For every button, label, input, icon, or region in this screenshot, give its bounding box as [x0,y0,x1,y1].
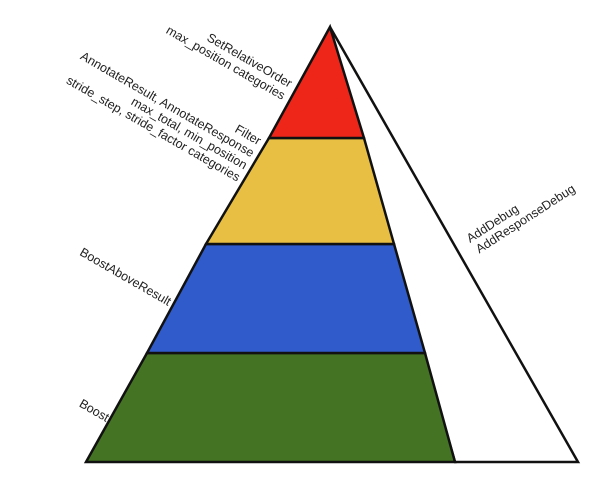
layer-top-labels: SetRelativeOrder max_position categories [164,23,295,103]
pyramid-layer-top [266,23,366,140]
side-face-labels: AddDebug AddResponseDebug [464,182,578,257]
layer-bottom-label-1: Boost [77,396,112,424]
pyramid-layer-bottom [83,351,457,464]
layer-bottom-labels: Boost [77,396,112,424]
layer-third-labels: BoostAboveResult [77,245,174,309]
pyramid-layer-third [144,242,427,355]
layer-third-label-1: BoostAboveResult [77,245,174,309]
